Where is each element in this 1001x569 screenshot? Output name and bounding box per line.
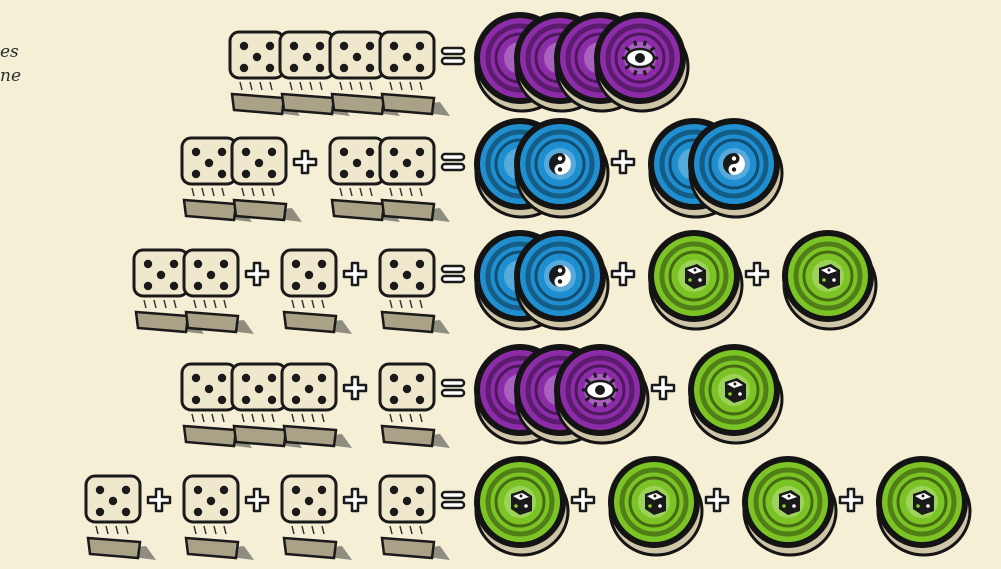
plus-sign (344, 377, 366, 399)
plus-sign (612, 151, 634, 173)
plus-sign (706, 489, 728, 511)
die (86, 476, 156, 560)
purple-token (594, 12, 688, 111)
plus-sign (246, 489, 268, 511)
die (232, 138, 302, 222)
plus-sign (148, 489, 170, 511)
plus-sign (746, 263, 768, 285)
green-token (876, 456, 970, 555)
equals-sign (442, 266, 464, 282)
yin-yang-icon (549, 265, 571, 287)
die (184, 250, 254, 334)
yin-yang-icon (723, 153, 745, 175)
plus-sign (246, 263, 268, 285)
die (282, 476, 352, 560)
equals-sign (442, 48, 464, 64)
green-token (782, 230, 876, 329)
plus-sign (294, 151, 316, 173)
purple-token (554, 344, 648, 443)
plus-sign (344, 263, 366, 285)
plus-sign (652, 377, 674, 399)
die (380, 364, 450, 448)
green-token (474, 456, 568, 555)
die (380, 476, 450, 560)
die (282, 250, 352, 334)
conversion-row (134, 250, 450, 334)
plus-sign (612, 263, 634, 285)
die (380, 138, 450, 222)
green-token (648, 230, 742, 329)
green-token (688, 344, 782, 443)
conversion-row (86, 476, 450, 560)
plus-sign (572, 489, 594, 511)
plus-sign (840, 489, 862, 511)
die (184, 476, 254, 560)
conversion-row (230, 32, 450, 116)
equals-sign (442, 492, 464, 508)
green-token (742, 456, 836, 555)
die (380, 32, 450, 116)
green-token (608, 456, 702, 555)
plus-sign (344, 489, 366, 511)
conversion-row (182, 138, 450, 222)
equals-sign (442, 380, 464, 396)
blue-token (514, 118, 608, 217)
yin-yang-icon (549, 153, 571, 175)
blue-token (514, 230, 608, 329)
blue-token (688, 118, 782, 217)
conversion-row (182, 364, 450, 448)
die (282, 364, 352, 448)
die (380, 250, 450, 334)
equals-sign (442, 154, 464, 170)
